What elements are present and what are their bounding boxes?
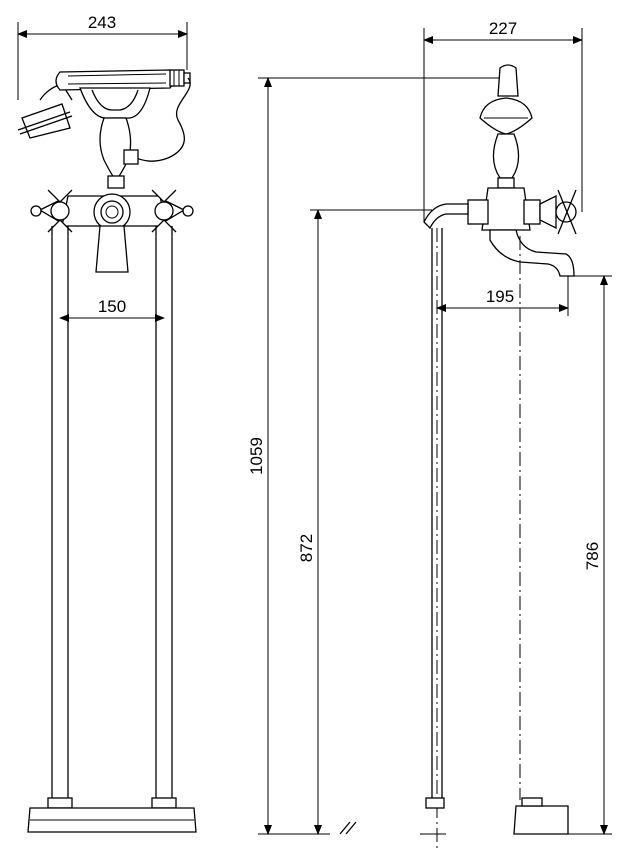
dim-side-overall-depth: 227 <box>423 19 583 222</box>
dim-front-handle-spacing: 150 <box>59 297 165 322</box>
dim-side-body-height: 872 <box>297 209 432 835</box>
left-cross-handle <box>30 189 73 233</box>
dim-label-1059: 1059 <box>247 437 266 475</box>
dim-label-195: 195 <box>486 287 514 306</box>
side-body <box>467 187 577 235</box>
side-view: 227 <box>247 19 612 850</box>
spout-front <box>95 225 129 273</box>
hose <box>135 77 191 162</box>
front-view: 243 <box>17 13 197 833</box>
dim-side-spout-height: 786 <box>560 275 612 835</box>
dim-label-150: 150 <box>98 297 126 316</box>
dim-side-total-height: 1059 <box>247 77 500 835</box>
side-cradle <box>479 64 533 189</box>
side-floor <box>339 797 569 835</box>
front-base <box>27 797 197 833</box>
dim-label-243: 243 <box>88 13 116 32</box>
handshower <box>17 69 191 139</box>
side-standpipe <box>431 228 443 798</box>
dim-side-spout-reach: 195 <box>436 276 569 316</box>
dim-label-872: 872 <box>297 534 316 562</box>
side-spout <box>489 229 575 277</box>
right-cross-handle <box>151 189 194 233</box>
side-inlet-pipe <box>423 203 469 230</box>
dim-label-786: 786 <box>583 542 602 570</box>
cradle-body <box>79 87 151 189</box>
mixer-body <box>61 193 167 231</box>
dim-front-overall-width: 243 <box>17 13 188 100</box>
dim-label-227: 227 <box>489 19 517 38</box>
